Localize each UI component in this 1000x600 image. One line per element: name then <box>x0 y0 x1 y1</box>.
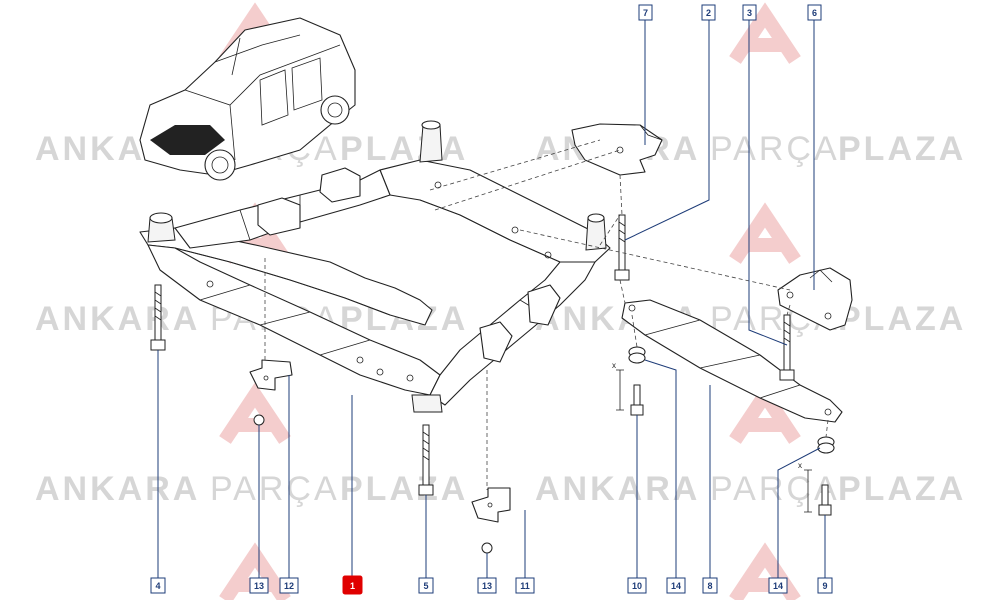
callout-label: 2 <box>706 8 711 18</box>
callout-6[interactable]: 6 <box>807 4 822 21</box>
support-plate-side <box>777 267 853 331</box>
callout-7[interactable]: 7 <box>638 4 653 21</box>
dimension-marker-left: x <box>612 361 624 411</box>
callout-14-left[interactable]: 14 <box>666 577 686 594</box>
callout-label: 13 <box>482 581 492 591</box>
callout-label: 3 <box>747 8 752 18</box>
callout-8[interactable]: 8 <box>702 577 718 594</box>
watermark-row-3: ANKARA PARÇA PLAZA ANKARA PARÇA PLAZA <box>35 470 966 508</box>
callout-2[interactable]: 2 <box>701 4 716 21</box>
callout-label: 1 <box>350 581 355 591</box>
callout-10[interactable]: 10 <box>627 577 647 594</box>
rear-cross-beam <box>621 299 843 423</box>
bracket-11 <box>471 487 511 523</box>
callout-label: 8 <box>707 581 712 591</box>
callout-3[interactable]: 3 <box>742 4 757 21</box>
bushing-14-left <box>628 346 646 364</box>
watermark-plaza: PLAZA <box>340 470 468 508</box>
watermark-ankara: ANKARA <box>535 470 700 508</box>
support-plate-upper <box>571 123 663 176</box>
nut-13-right <box>481 542 493 554</box>
callout-label: 9 <box>822 581 827 591</box>
bracket-12 <box>249 359 293 391</box>
callout-label: 14 <box>671 581 681 591</box>
bushing-14-right <box>817 436 835 454</box>
dimension-label: x <box>612 361 616 370</box>
bolt-2 <box>614 214 630 281</box>
callout-1[interactable]: 1 <box>342 575 363 595</box>
callout-13-left[interactable]: 13 <box>249 577 269 594</box>
bolt-5 <box>418 424 434 496</box>
watermark-parca: PARÇA <box>710 470 840 508</box>
callout-label: 13 <box>254 581 264 591</box>
callout-14-right[interactable]: 14 <box>768 577 788 594</box>
watermark-plaza: PLAZA <box>340 130 468 168</box>
bolt-10 <box>630 384 644 416</box>
watermark-parca: PARÇA <box>210 470 340 508</box>
dimension-label: x <box>798 461 802 470</box>
callout-11[interactable]: 11 <box>515 577 535 594</box>
callout-9[interactable]: 9 <box>817 577 833 594</box>
callout-label: 12 <box>284 581 294 591</box>
callout-13-right[interactable]: 13 <box>477 577 497 594</box>
callout-label: 11 <box>520 581 530 591</box>
nut-13-left <box>253 414 265 426</box>
callout-label: 7 <box>643 8 648 18</box>
callout-label: 10 <box>632 581 642 591</box>
watermark-plaza: PLAZA <box>838 470 966 508</box>
watermark-parca: PARÇA <box>710 130 840 168</box>
callout-label: 14 <box>773 581 783 591</box>
dimension-marker-right: x <box>798 461 812 513</box>
callout-label: 6 <box>812 8 817 18</box>
watermark-plaza: PLAZA <box>838 130 966 168</box>
watermark-ankara: ANKARA <box>35 300 200 338</box>
callout-4[interactable]: 4 <box>150 577 166 594</box>
subframe-assembly <box>139 120 611 413</box>
callout-label: 5 <box>423 581 428 591</box>
vehicle-locator-illustration <box>139 17 356 181</box>
callout-12[interactable]: 12 <box>279 577 299 594</box>
assembly-lines <box>264 139 829 490</box>
callout-label: 4 <box>155 581 160 591</box>
callout-5[interactable]: 5 <box>418 577 434 594</box>
watermark-ankara: ANKARA <box>35 470 200 508</box>
watermark-plaza: PLAZA <box>838 300 966 338</box>
leader-lines <box>157 20 826 578</box>
